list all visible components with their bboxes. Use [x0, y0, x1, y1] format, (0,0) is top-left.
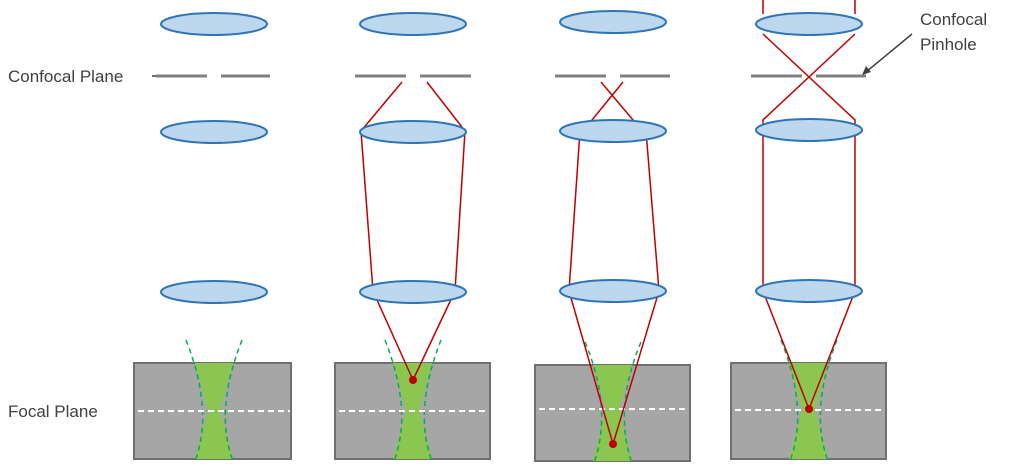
lens-objective	[755, 279, 863, 303]
cone-edge-left	[185, 339, 204, 462]
cone-edge-left	[780, 339, 799, 462]
ray-left	[360, 81, 414, 381]
panel-2	[334, 12, 491, 462]
panel-1	[133, 12, 292, 462]
lens-middle	[359, 120, 467, 144]
lens-top	[359, 12, 467, 36]
lens-top	[559, 10, 667, 34]
confocal-pinhole-arrowhead	[862, 66, 871, 75]
confocal-pinhole-label-line1: Confocal	[920, 10, 987, 29]
lens-top	[755, 12, 863, 36]
ray-b	[762, 33, 856, 410]
panel-3	[534, 10, 691, 464]
lens-objective	[160, 280, 268, 304]
confocal-pinhole-label-line2: Pinhole	[920, 35, 977, 54]
lens-middle	[755, 118, 863, 142]
confocal-plane-label: Confocal Plane	[8, 67, 123, 86]
excitation-cone	[593, 365, 632, 461]
lens-middle	[559, 119, 667, 143]
lens-middle	[160, 120, 268, 144]
panel-4	[730, 0, 887, 462]
lens-top	[160, 12, 268, 36]
lens-objective	[559, 279, 667, 303]
lens-objective	[359, 280, 467, 304]
cone-edge-right	[423, 339, 442, 462]
focus-point	[409, 376, 417, 384]
ray-a	[762, 33, 856, 410]
focal-plane-label: Focal Plane	[8, 402, 98, 421]
cone-edge-right	[224, 339, 243, 462]
focus-point	[805, 405, 813, 413]
cone-edge-right	[819, 339, 838, 462]
ray-right	[412, 81, 466, 381]
confocal-pinhole-arrow	[865, 33, 913, 73]
focus-point	[609, 440, 617, 448]
cone-edge-left	[384, 339, 403, 462]
